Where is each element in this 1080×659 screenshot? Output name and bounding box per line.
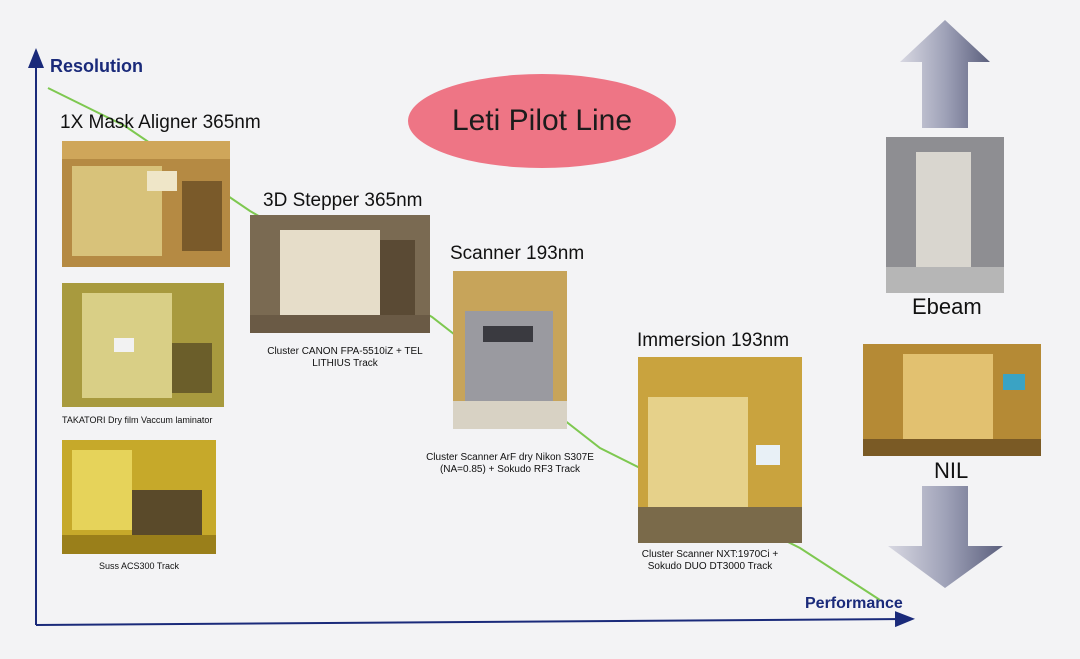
down-arrow — [888, 486, 1003, 588]
scanner-photo — [453, 271, 567, 429]
up-arrow — [900, 20, 990, 128]
stepper-caption: Cluster CANON FPA-5510iZ + TEL LITHIUS T… — [267, 346, 423, 369]
y-axis-label: Resolution — [50, 56, 143, 76]
page-title: Leti Pilot Line — [451, 104, 633, 137]
ebeam-photo — [886, 137, 1004, 293]
stepper-heading: 3D Stepper 365nm — [263, 190, 423, 211]
suss-track-caption: Suss ACS300 Track — [98, 561, 180, 571]
x-axis — [35, 611, 915, 628]
suss-track-photo — [62, 440, 216, 554]
x-axis-label: Performance — [805, 595, 903, 612]
trend-line — [47, 87, 881, 601]
scanner-caption: Cluster Scanner ArF dry Nikon S307E (NA=… — [426, 452, 594, 475]
stepper-photo — [250, 215, 430, 333]
ebeam-label: Ebeam — [912, 294, 982, 319]
laminator-photo — [62, 283, 224, 407]
nil-photo — [863, 344, 1041, 456]
nil-label: NIL — [934, 458, 969, 483]
laminator-caption: TAKATORI Dry film Vaccum laminator — [62, 415, 213, 425]
immersion-caption: Cluster Scanner NXT:1970Ci + Sokudo DUO … — [641, 549, 779, 572]
scanner-heading: Scanner 193nm — [450, 243, 585, 264]
immersion-photo — [638, 357, 802, 543]
title-ellipse: Leti Pilot Line — [408, 74, 676, 168]
mask-aligner-photo — [62, 141, 230, 267]
mask-aligner-heading: 1X Mask Aligner 365nm — [60, 112, 261, 133]
immersion-heading: Immersion 193nm — [637, 330, 790, 351]
